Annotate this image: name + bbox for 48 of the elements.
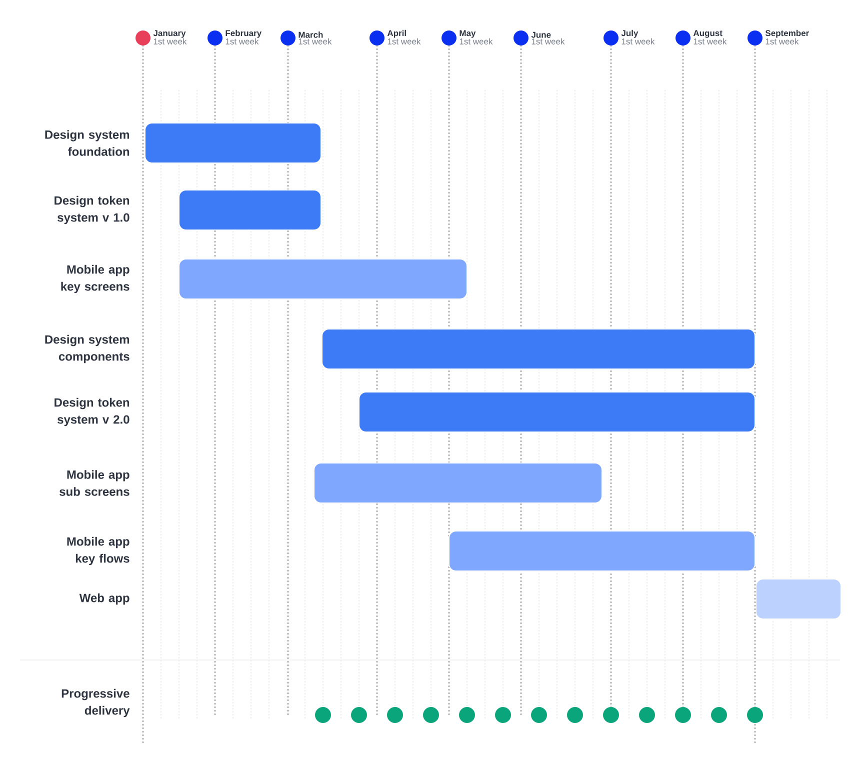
delivery-dot: [531, 707, 547, 723]
delivery-dot: [747, 707, 763, 723]
delivery-dot: [567, 707, 583, 723]
row-label: Web app: [79, 593, 130, 605]
task-bar: [314, 462, 602, 504]
row-label: Design token system v 1.0: [54, 196, 130, 224]
row-label: Design token system v 2.0: [54, 398, 130, 426]
month-label: April: [387, 30, 406, 38]
row-label: Mobile app sub screens: [60, 470, 130, 496]
delivery-dot: [315, 707, 331, 723]
task-bar: [178, 258, 468, 300]
delivery-dot: [603, 707, 619, 723]
task-bar: [178, 190, 322, 230]
week-label: 1st week: [154, 38, 187, 44]
delivery-dot: [675, 707, 691, 723]
delivery-dot: [495, 707, 511, 723]
task-bar: [448, 530, 756, 572]
delivery-dot: [423, 707, 439, 723]
delivery-dot: [387, 707, 403, 723]
task-bar: [358, 392, 756, 432]
row-label: Design system foundation: [45, 130, 130, 156]
week-label: 1st week: [388, 38, 421, 44]
week-label: 1st week: [622, 38, 655, 44]
delivery-dot: [459, 707, 475, 723]
row-label: Mobile app key screens: [61, 264, 130, 294]
row-label: Progressive delivery: [62, 688, 130, 718]
month-label: January: [153, 30, 186, 38]
month-label: March: [298, 32, 323, 38]
week-label: 1st week: [532, 38, 565, 44]
month-label: September: [765, 30, 809, 38]
month-label: August: [693, 30, 722, 38]
month-label: July: [621, 30, 638, 38]
delivery-dot: [351, 707, 367, 723]
week-label: 1st week: [766, 38, 799, 44]
week-label: 1st week: [298, 38, 332, 44]
week-label: 1st week: [460, 38, 493, 44]
row-label: Mobile app key flows: [67, 536, 130, 566]
week-label: 1st week: [226, 38, 259, 44]
task-bar: [144, 122, 322, 164]
delivery-dot: [711, 707, 727, 723]
task-bar: [322, 328, 756, 370]
row-label: Design system components: [45, 334, 130, 364]
month-label: May: [460, 30, 476, 38]
task-bar: [756, 578, 842, 620]
month-label: February: [226, 30, 262, 38]
week-label: 1st week: [694, 38, 727, 44]
month-label: June: [531, 32, 551, 38]
delivery-dot: [639, 707, 655, 723]
